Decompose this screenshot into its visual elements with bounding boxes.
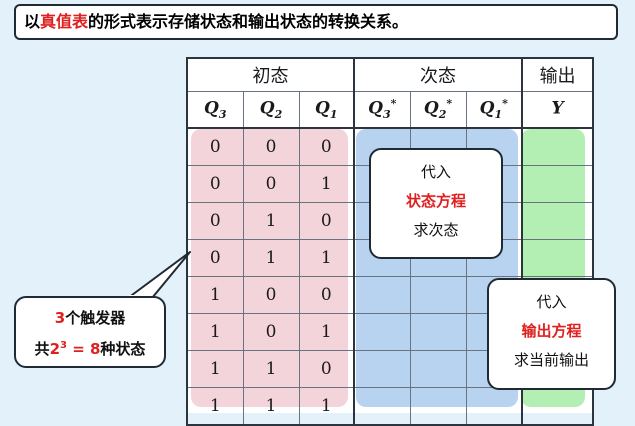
- output-cell: [521, 165, 594, 203]
- var-header: Q2*: [409, 91, 467, 129]
- var-header: Y: [521, 91, 594, 129]
- flipflop-count: 3: [54, 309, 66, 327]
- flipflop-count-callout: 3个触发器 共23 = 8种状态: [14, 296, 166, 368]
- state-callout-line2: 状态方程: [405, 192, 466, 210]
- title-suffix: 的形式表示存储状态和输出状态的转换关系。: [88, 12, 409, 31]
- state-equation-callout: 代入 状态方程 求次态: [369, 148, 503, 259]
- flipflop-suffix: 种状态: [100, 340, 146, 358]
- initial-state-cell: 1: [186, 276, 244, 314]
- initial-state-cell: 1: [242, 350, 300, 388]
- next-state-cell: [409, 350, 467, 388]
- initial-state-cell: 0: [242, 127, 300, 166]
- output-callout-line1: 代入: [536, 293, 567, 311]
- output-equation-callout: 代入 输出方程 求当前输出: [487, 278, 616, 390]
- initial-state-cell: 0: [298, 276, 355, 314]
- initial-state-cell: 0: [186, 127, 244, 166]
- next-state-cell: [353, 350, 411, 388]
- var-header: Q1*: [465, 91, 523, 129]
- initial-state-cell: 0: [186, 202, 244, 240]
- flipflop-line2: 共23 = 8种状态: [16, 332, 164, 363]
- next-state-cell: [409, 313, 467, 351]
- header-next-state: 次态: [353, 57, 523, 92]
- header-output: 输出: [521, 57, 594, 92]
- initial-state-cell: 0: [186, 165, 244, 203]
- flipflop-formula: 23 = 8: [49, 340, 101, 358]
- output-callout-line2: 输出方程: [521, 322, 582, 340]
- title-box: 以真值表的形式表示存储状态和输出状态的转换关系。: [14, 4, 618, 40]
- initial-state-cell: 1: [298, 313, 355, 351]
- next-state-cell: [409, 276, 467, 314]
- flipflop-callout-tail: [127, 251, 191, 299]
- header-initial-state: 初态: [186, 57, 355, 92]
- flipflop-count-suffix: 个触发器: [65, 309, 126, 327]
- title-prefix: 以: [24, 12, 41, 31]
- output-callout-line3: 求当前输出: [513, 351, 589, 369]
- initial-state-cell: 1: [186, 350, 244, 388]
- flipflop-prefix: 共: [34, 340, 50, 358]
- variable-header-row: Q3 Q2 Q1 Q3* Q2* Q1* Y: [186, 91, 594, 129]
- initial-state-cell: 0: [242, 276, 300, 314]
- flipflop-line1: 3个触发器: [16, 304, 164, 332]
- var-header: Q3: [186, 91, 244, 129]
- var-header: Q1: [298, 91, 355, 129]
- initial-state-cell: 1: [242, 239, 300, 277]
- initial-state-cell: 1: [186, 313, 244, 351]
- state-callout-line3: 求次态: [413, 221, 459, 239]
- state-callout-line1: 代入: [420, 163, 451, 181]
- output-cell: [521, 239, 594, 277]
- initial-state-cell: 0: [298, 350, 355, 388]
- title-highlight: 真值表: [40, 12, 89, 31]
- initial-state-cell: 0: [298, 127, 355, 166]
